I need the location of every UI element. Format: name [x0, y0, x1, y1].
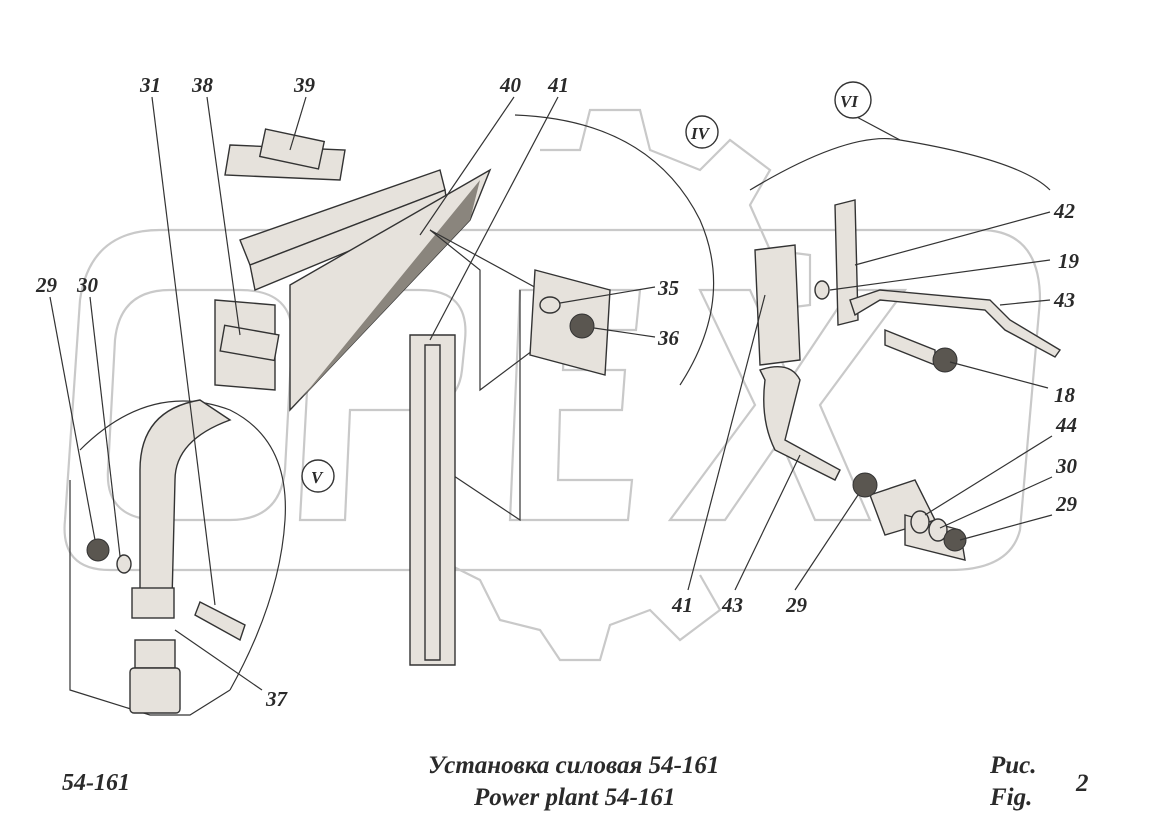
figure-label-en: Fig.: [990, 784, 1033, 811]
label-43-right: 43: [1053, 288, 1075, 312]
label-43-bottom: 43: [721, 593, 743, 617]
label-41-bottom: 41: [671, 593, 693, 617]
view-iv-boundary: [514, 114, 715, 386]
view-vi-label: VI: [840, 92, 859, 111]
label-41-top: 41: [547, 73, 569, 97]
view-iv-label: IV: [690, 124, 711, 143]
view-labels: IV V VI: [311, 92, 859, 487]
view-vi-group: [749, 81, 1062, 561]
label-30-right: 30: [1055, 454, 1078, 478]
figure-number: 2: [1076, 770, 1089, 797]
label-40: 40: [499, 73, 522, 97]
leader-lines: [49, 96, 1053, 691]
label-29-bottom: 29: [785, 593, 808, 617]
view-v-label: V: [311, 468, 324, 487]
label-19: 19: [1058, 249, 1080, 273]
caption-title-ru: Установка силовая 54-161: [428, 752, 720, 779]
caption-title-en: Power plant 54-161: [474, 784, 676, 811]
bracket-plate-group: [214, 128, 492, 412]
label-44: 44: [1055, 413, 1077, 437]
drawing-code: 54-161: [62, 770, 130, 796]
label-30-left: 30: [76, 273, 99, 297]
frame-group: [409, 229, 611, 666]
view-v-group: [69, 399, 335, 716]
view-iv-marker: [685, 115, 719, 149]
label-36: 36: [657, 326, 680, 350]
label-29-left: 29: [35, 273, 58, 297]
label-42: 42: [1053, 199, 1076, 223]
part-labels: 31 38 39 40 41 29 30 35 36 42 19 43 18 4…: [35, 73, 1080, 711]
label-31: 31: [139, 73, 161, 97]
figure-label-ru: Рис.: [990, 752, 1037, 779]
label-29-right: 29: [1055, 492, 1078, 516]
label-38: 38: [191, 73, 214, 97]
label-35: 35: [657, 276, 679, 300]
label-37: 37: [265, 687, 289, 711]
label-39: 39: [293, 73, 316, 97]
watermark-logo: [63, 108, 1042, 662]
label-18: 18: [1054, 383, 1076, 407]
